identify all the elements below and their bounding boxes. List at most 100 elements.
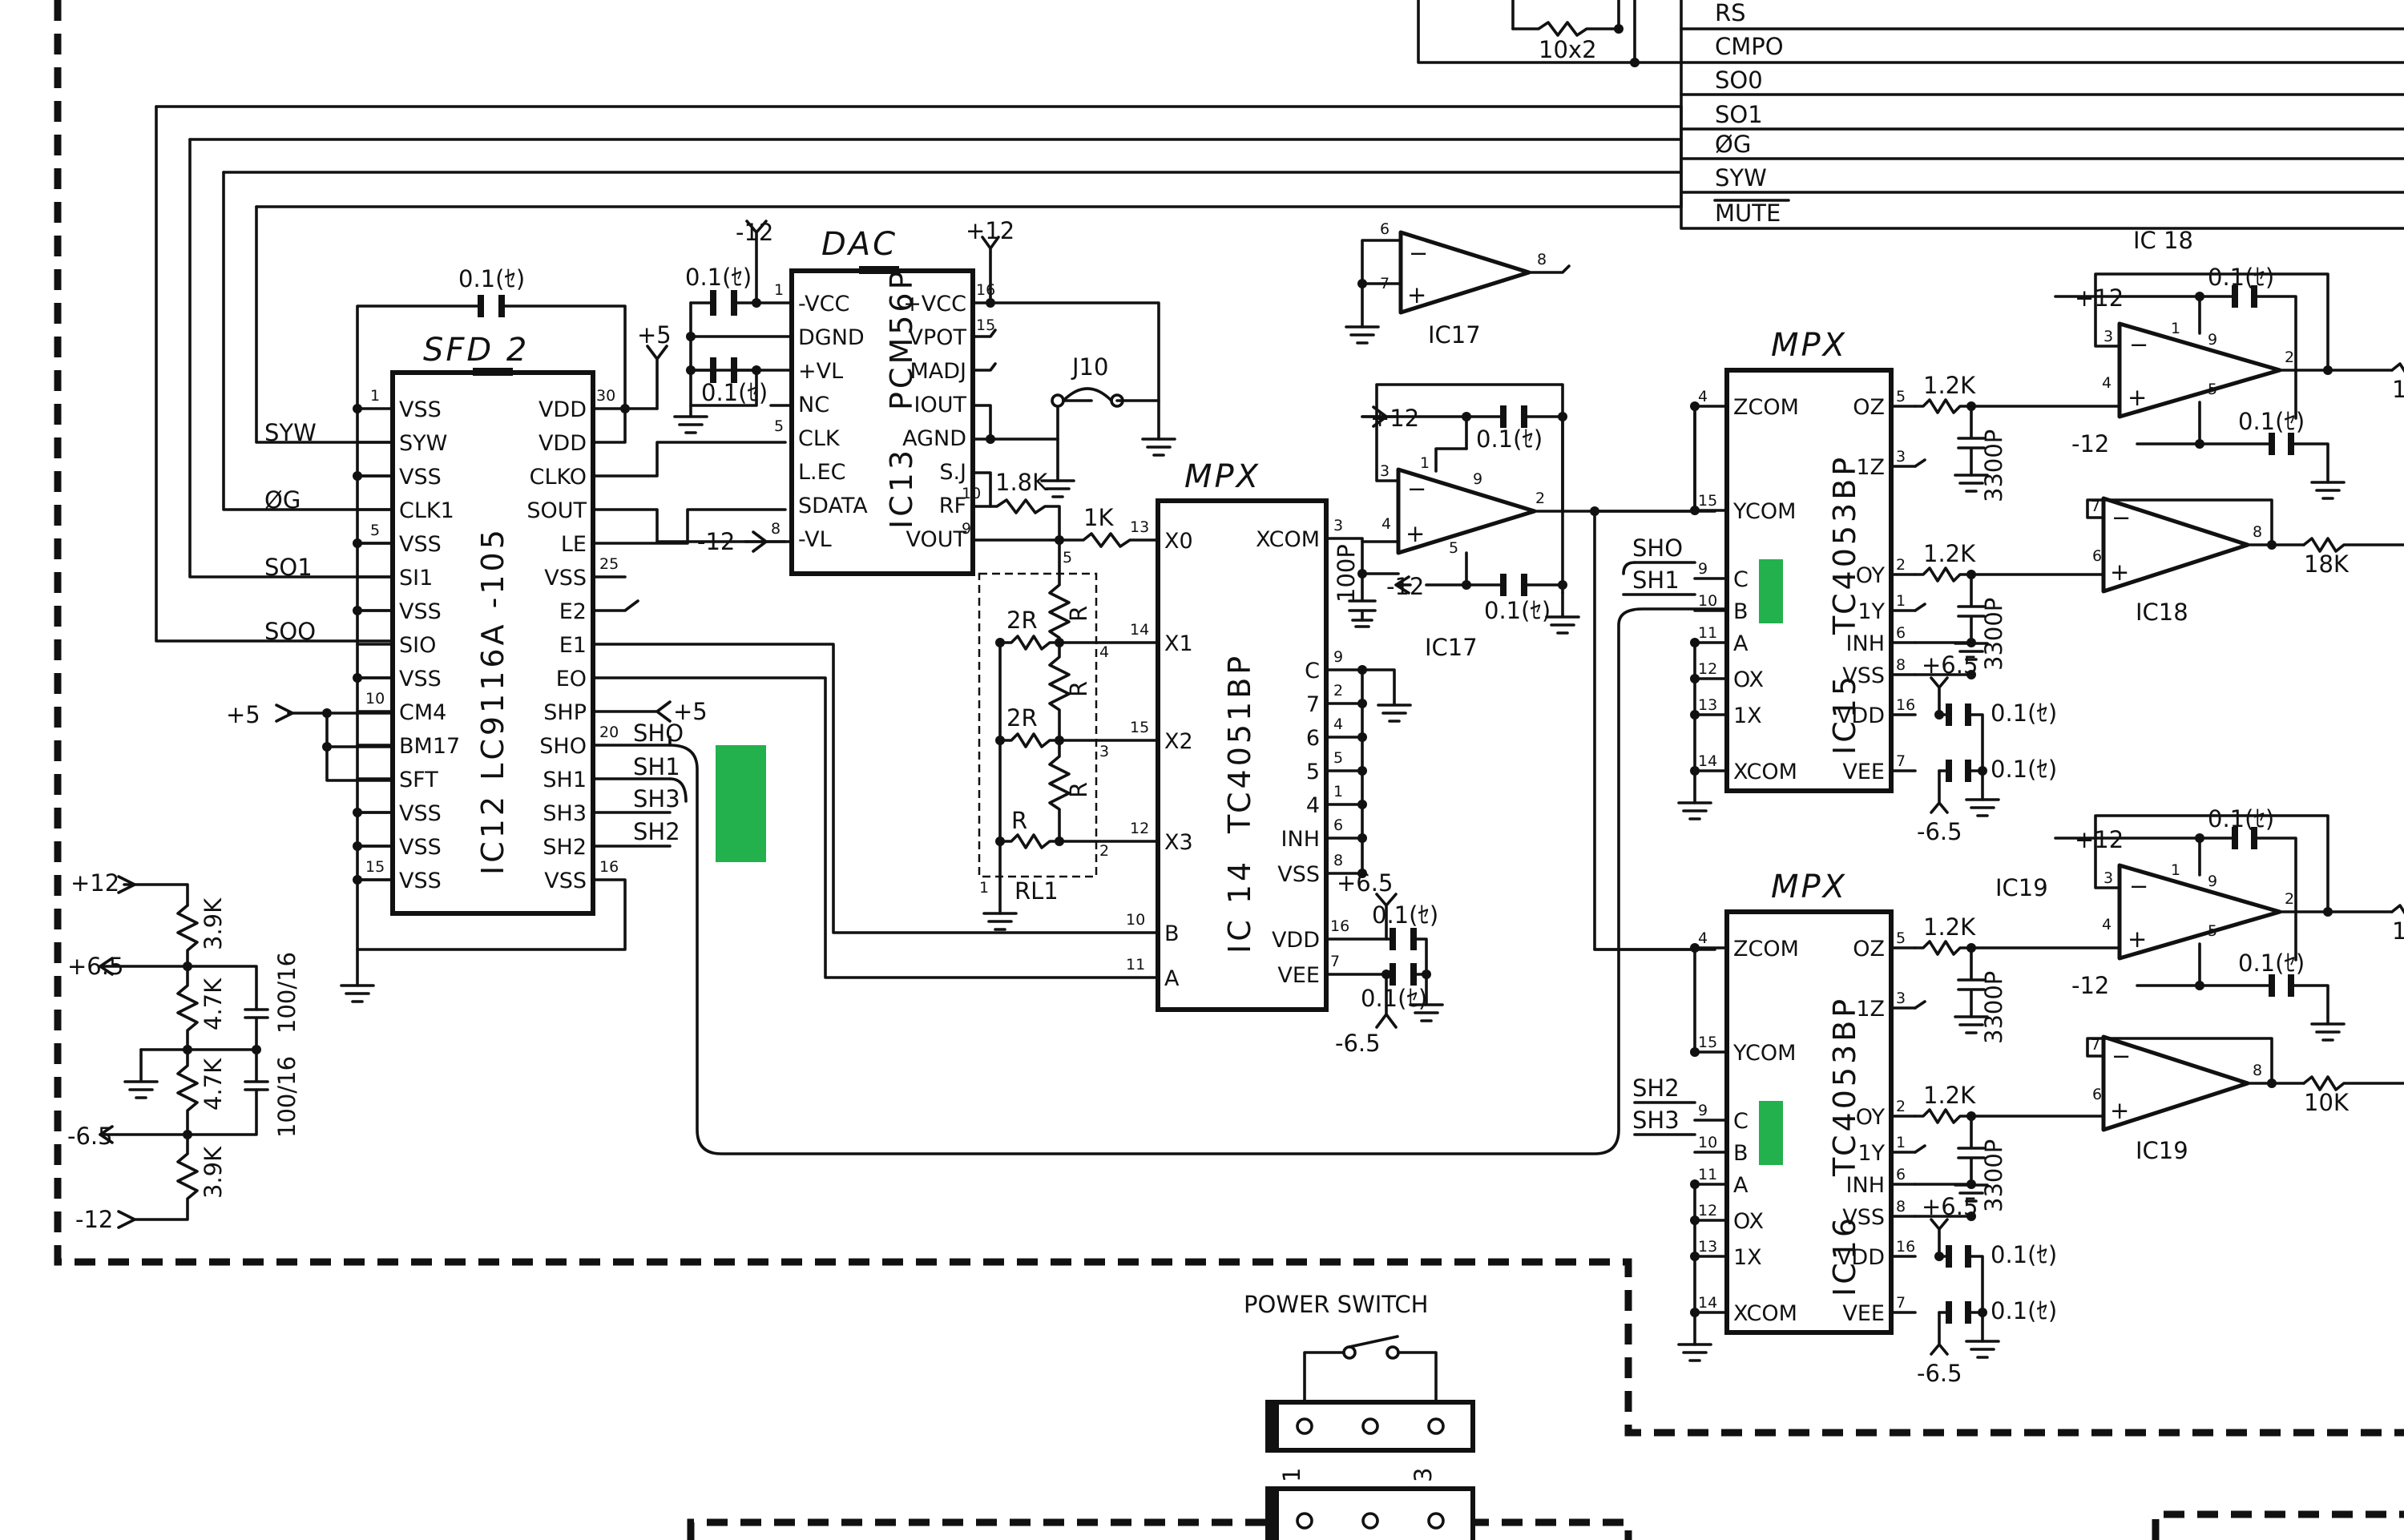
ic16-vdd-supply: +6.5 [1922,1193,1978,1220]
ic19-lower-triangle [2101,1034,2250,1132]
ic18-pin-num-6-7: 6 [2092,547,2102,565]
ic12-left-pin-vss-8: VSS [399,667,442,691]
ic13-dac: DAC PCM56P IC13 -VCCDGND+VLNCCLKL.ECSDAT… [673,217,1176,576]
ic14-pin-num-16: 16 [1330,917,1349,935]
ic15-title: MPX [1771,327,1847,364]
ic14-right-pin-vee-9: VEE [1277,963,1320,988]
ic13-pin-num-9: 9 [962,520,971,538]
ic15-pin-num-5: 5 [1896,388,1906,405]
ic12-left-pin-bm17-10: BM17 [399,734,460,759]
ic12-plus5-label: +5 [226,701,260,728]
ic12-left-pin-vss-4: VSS [399,532,442,557]
supply-res-3: 4.7K [200,1058,227,1111]
ic16-right-pin-inh: INH [1846,1173,1885,1198]
ic14-pin-num-9: 9 [1333,648,1343,666]
ic14-pin-num-8: 8 [1333,852,1343,869]
ic18-lower-triangle [2101,496,2250,594]
ic16-left-pin-c: C [1733,1109,1749,1134]
ic13-pos12: +12 [966,217,1014,244]
ic15-left-pin-a: A [1733,631,1749,656]
ic12-right-pin-vdd-1: VDD [538,431,587,456]
ic15-pin-num-12: 12 [1698,660,1717,678]
supply-divider: +12 +6.5 -6.5 -12 3.9K 4.7K 4.7K 3.9K 10… [67,869,300,1233]
ic15-pin-num-3: 3 [1896,448,1906,466]
ic17-aux-label: IC17 [1428,321,1481,349]
ic12-left-pin-sft-11: SFT [399,768,438,792]
ic18-pin-num-1-1: 1 [2171,320,2180,337]
ic16-cap1: 3300P [1980,971,2007,1044]
bus-label-so1: SO1 [1715,101,1763,128]
ic12-sfd2: SFD 2 IC12 LC9116A -105 VSSSYWVSSCLK1VSS… [155,105,1732,1155]
rl1-label: RL1 [1014,877,1059,905]
ic19-cap2: 0.1(ｾ) [2238,949,2305,977]
ic14-pin-num-12: 12 [1130,820,1149,837]
ic16-vee-supply: -6.5 [1917,1360,1962,1387]
ic16-ext-0: SH2 [1632,1074,1680,1102]
ic16-vdd-cap: 0.1(ｾ) [1991,1241,2057,1268]
ic12-right-pin-shp-9: SHP [543,700,587,725]
ic18-label: IC 18 [2133,227,2193,254]
ic16-pin-num-1: 1 [1896,1134,1906,1151]
ic19-opamps: −++120.1(ｾ)-120.1(ｾ)10K−+10KIC1931924576… [1970,805,2404,1164]
ic13-left-pin-vcc-0: -VCC [798,292,849,316]
ic16-pin-num-10: 10 [1698,1134,1717,1151]
ic18-pin-num-3-0: 3 [2104,328,2113,345]
ic13-left-pin-dgnd-1: DGND [798,325,865,350]
ic12-ext-so0: SOO [264,618,316,645]
ic16-pin-num-3: 3 [1896,990,1906,1007]
ic16-right-pin-vdd: VDD [1837,1245,1885,1270]
ic12-left-pin-syw-1: SYW [399,431,447,456]
ic12-right-pin-sh3-12: SH3 [543,801,587,826]
ic15-pin-num-4: 4 [1698,388,1708,405]
ic14-pin-num-13: 13 [1130,518,1149,536]
ic14-left-pin-b: B [1164,921,1180,946]
ic18-pin-num-8-8: 8 [2253,523,2262,541]
ic16-pin-num-9: 9 [1698,1102,1708,1119]
ic15-marker [1759,559,1783,623]
ic16-res1: 1.2K [1923,913,1976,941]
ic19-label2: IC19 [2136,1137,2188,1164]
ic14-pin-num-7: 7 [1330,953,1340,970]
ic16-vee-cap: 0.1(ｾ) [1991,1297,2057,1324]
ic19-pin-num-3-0: 3 [2104,869,2113,887]
ic13-left-pin-nc-3: NC [798,393,829,417]
ic14-left-pin-x0-0: X0 [1164,529,1193,554]
ic15-left-pin-c: C [1733,567,1749,592]
power-pin-1: 1 [1278,1468,1305,1482]
ic14-left-pin-a: A [1164,966,1180,991]
ic15-cap2: 3300P [1980,598,2007,671]
ic18-lower-minus: − [2112,504,2131,531]
ic18-pin-num-9-2: 9 [2208,331,2217,349]
ic12-left-pin-vss-14: VSS [399,869,442,893]
ic13-jumper: J10 [1071,353,1108,381]
ic12-pin-num-10: 10 [365,690,385,708]
ic14-left-pin-x2: X2 [1164,729,1193,754]
ic19-upper-minus: − [2129,873,2148,900]
ic19-lower-minus: − [2112,1042,2131,1070]
ic12-right-pin-sout-3: SOUT [526,498,587,523]
ic19-upper-triangle [2117,863,2282,961]
ic14-vee-cap: 0.1(ｾ) [1361,985,1427,1012]
ic12-right-pin-sh2-13: SH2 [543,835,587,860]
ic14-right-pin-4-5: 4 [1306,793,1320,818]
ic16-pin-num-16: 16 [1896,1238,1915,1256]
ic12-right-pins: VDDVDDCLKOSOUTLEVSSE2E1EOSHPSHOSH1SH3SH2… [526,387,619,893]
ic12-left-pin-si1-5: SI1 [399,566,433,591]
ic14-right-pin-6-3: 6 [1306,726,1320,751]
ic16-left-pin-ycom: YCOM [1732,1041,1796,1066]
ic17-triangle [1396,467,1537,555]
ic16-pin-num-8: 8 [1896,1198,1906,1215]
rl1-resistor-ladder: 2R 2R R R R R RL1 5 4 3 2 1 [978,538,1160,931]
ic14-right-pin-7-2: 7 [1306,692,1320,717]
ic19-pin-num-6-7: 6 [2092,1086,2102,1103]
ic16-pin-num-7: 7 [1896,1294,1906,1312]
ic13-pin-num-8: 8 [771,520,780,538]
ic16-right-pin-oz: OZ [1853,937,1885,961]
ic17-pin-5: 5 [1449,539,1458,557]
ic19-lower-plus: + [2110,1097,2129,1124]
ic16-pin-num-15: 15 [1698,1034,1717,1051]
ic17-pin-1: 1 [1420,454,1430,472]
ic16-left-pin-a: A [1733,1173,1749,1198]
ic12-left-pin-vss-2: VSS [399,465,442,490]
